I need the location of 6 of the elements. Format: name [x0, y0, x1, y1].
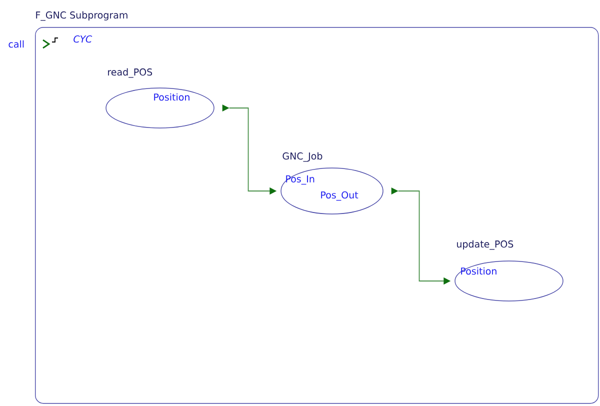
node-heading: update_POS [457, 240, 514, 250]
node-label: F_GNC Subprogram [36, 11, 128, 21]
node-heading: read_POS [108, 68, 152, 78]
side-label: call [8, 40, 24, 48]
trigger-label: CYC [74, 35, 92, 43]
node-heading: GNC_Job [282, 152, 322, 162]
